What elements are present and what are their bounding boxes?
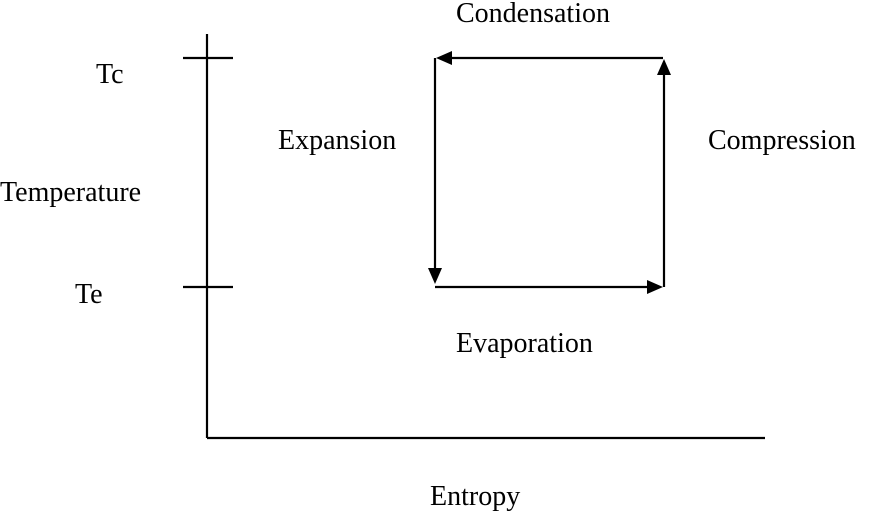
expansion-label: Expansion xyxy=(278,125,396,156)
expansion-arrowhead xyxy=(428,268,442,284)
x-axis-title: Entropy xyxy=(430,481,520,512)
condensation-label: Condensation xyxy=(456,0,610,29)
te-tick-label: Te xyxy=(75,279,103,310)
y-axis-title: Temperature xyxy=(0,177,141,208)
compression-label: Compression xyxy=(708,125,856,156)
evaporation-arrowhead xyxy=(647,280,663,294)
evaporation-label: Evaporation xyxy=(456,328,593,359)
tc-tick-label: Tc xyxy=(96,59,124,90)
compression-arrowhead xyxy=(657,59,671,75)
condensation-arrowhead xyxy=(436,51,452,65)
